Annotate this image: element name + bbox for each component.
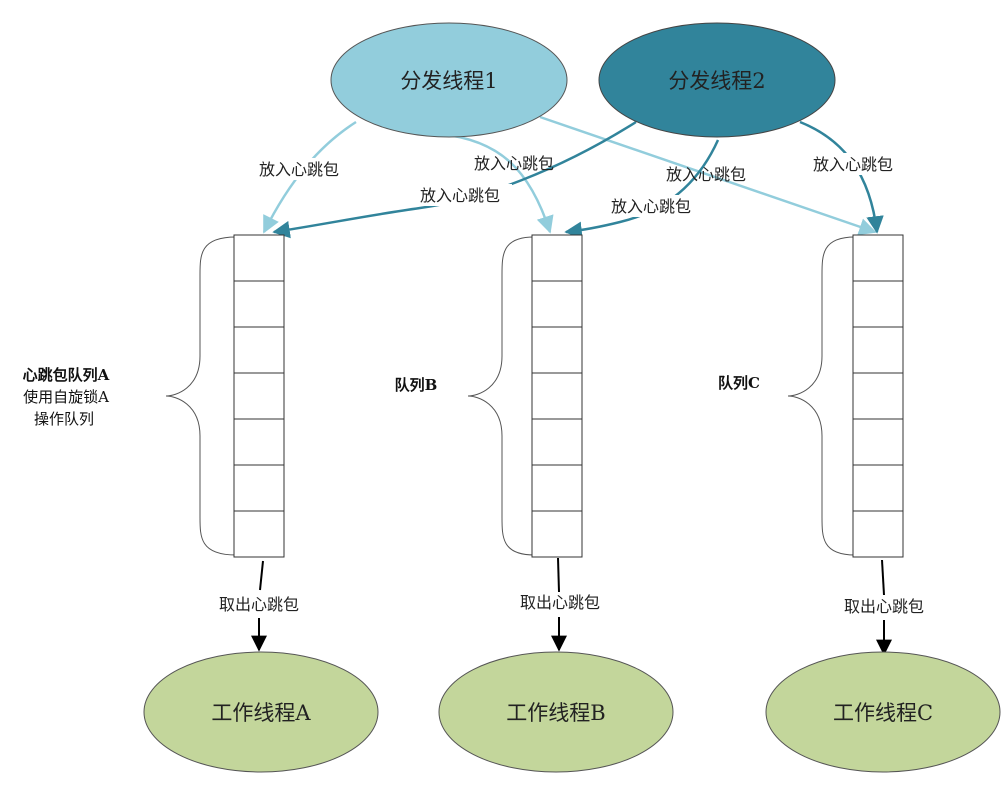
arrow-line [557,557,560,593]
arrow-line [799,120,884,234]
put-label-d2-qC: 放入心跳包 [813,155,893,174]
worker-node-c: 工作线程C [765,651,1001,773]
queue-b-label: 队列B [395,376,438,394]
put-edge-labels: 放入心跳包 放入心跳包 放入心跳包 放入心跳包 放入心跳包 放入心跳包 [246,153,906,217]
put-label-d1-qC: 放入心跳包 [666,165,746,184]
put-label-d1-qA: 放入心跳包 [259,160,339,179]
queue-slot [233,326,285,374]
queue-slot [852,372,904,420]
queue-slot [233,418,285,466]
worker-b-ellipse [438,651,674,773]
take-edge-qB-wB: 取出心跳包 [520,557,600,652]
queue-slot [852,464,904,512]
worker-node-a: 工作线程A [143,651,379,773]
dispatcher-node-1: 分发线程1 [330,22,568,138]
queue-slot [531,510,583,558]
take-label-a: 取出心跳包 [219,595,299,614]
queue-slot [233,372,285,420]
queue-a-label-line-1: 心跳包队列A [23,366,110,384]
queue-slot [233,464,285,512]
arrow-line [439,132,554,234]
dispatcher-1-label: 分发线程1 [400,69,497,93]
arrow-line [881,559,885,596]
queue-slot [852,326,904,374]
take-label-c: 取出心跳包 [844,597,924,616]
put-edge-d1-qB [439,132,554,234]
put-label-d1-qB: 放入心跳包 [474,154,554,173]
queue-slot [852,234,904,282]
arrow-line [272,120,637,239]
curly-brace [787,236,856,556]
take-label-b: 取出心跳包 [520,593,600,612]
put-edge-d2-qB [564,139,720,240]
curly-brace [467,236,535,556]
queue-slot [531,464,583,512]
arrow-line [564,139,720,240]
queue-a-label-line-2: 使用自旋锁A [23,388,109,406]
queue-a-label-line-3: 操作队列 [34,410,94,428]
queue-slot [531,280,583,328]
worker-a-ellipse [143,651,379,773]
take-edge-qC-wC: 取出心跳包 [844,559,924,656]
queue-a-label: 心跳包队列A 使用自旋锁A 操作队列 [23,366,110,428]
arrow-line [259,560,264,591]
worker-node-b: 工作线程B [438,651,674,773]
dispatcher-2-label: 分发线程2 [668,69,765,93]
queue-slot [233,280,285,328]
queue-slot [233,234,285,282]
curly-brace [165,236,237,556]
queue-c [787,234,904,558]
dispatcher-2-ellipse [598,22,836,138]
put-label-d2-qA: 放入心跳包 [420,186,500,205]
queue-c-label: 队列C [718,374,760,392]
put-label-d2-qB: 放入心跳包 [611,197,691,216]
queue-slot [852,418,904,466]
dispatcher-node-2: 分发线程2 [598,22,836,138]
put-edge-d2-qA [272,120,637,239]
arrow-line [539,115,877,236]
worker-a-label: 工作线程A [211,701,311,725]
queue-slot [531,418,583,466]
put-edge-d1-qC [539,115,877,236]
queue-slot [852,280,904,328]
dispatcher-1-ellipse [330,22,568,138]
queue-slot [233,510,285,558]
queue-b [467,234,583,558]
worker-c-label: 工作线程C [833,701,933,725]
put-edge-d2-qC [799,120,884,234]
worker-c-ellipse [765,651,1001,773]
queue-slot [531,372,583,420]
take-edge-qA-wA: 取出心跳包 [219,560,299,652]
queue-a [165,234,285,558]
queue-slot [531,234,583,282]
queue-slot [852,510,904,558]
queue-slot [531,326,583,374]
worker-b-label: 工作线程B [506,701,605,725]
